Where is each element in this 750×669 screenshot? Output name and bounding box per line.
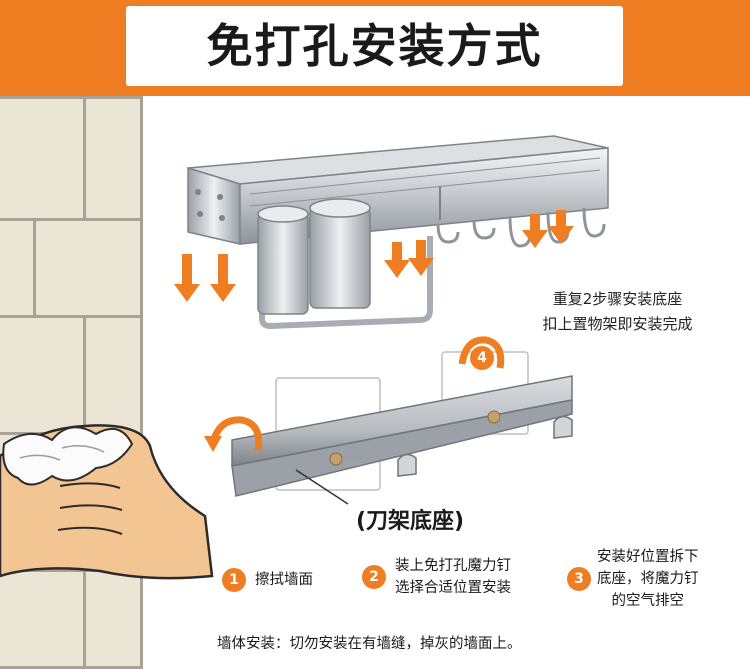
step-text: 安装好位置拆下 底座，将魔力钉 的空气排空 <box>597 546 699 612</box>
step-line: 的空气排空 <box>611 593 685 609</box>
hint-line: 扣上置物架即安装完成 <box>542 315 693 333</box>
step-1: 1 擦拭墙面 <box>222 568 313 592</box>
step-line: 选择合适位置安装 <box>395 580 511 596</box>
step-4-marker: 4 <box>470 346 494 370</box>
wall-tile <box>33 218 143 318</box>
step-line: 底座，将魔力钉 <box>597 571 699 587</box>
step-text: 装上免打孔魔力钉 选择合适位置安装 <box>395 555 511 599</box>
step-line: 装上免打孔魔力钉 <box>395 558 511 574</box>
step-3: 3 安装好位置拆下 底座，将魔力钉 的空气排空 <box>567 546 699 612</box>
step-line: 擦拭墙面 <box>255 572 313 588</box>
step-number: 2 <box>362 565 386 589</box>
wall-tile <box>83 96 143 221</box>
step-text: 擦拭墙面 <box>255 569 313 591</box>
hand-with-cloth-illustration <box>0 424 214 580</box>
kitchen-rack-illustration <box>174 135 609 330</box>
page-title: 免打孔安装方式 <box>206 19 543 73</box>
step-number: 3 <box>567 567 591 591</box>
step-line: 安装好位置拆下 <box>597 549 699 565</box>
completion-hint: 重复2步骤安装底座 扣上置物架即安装完成 <box>505 287 730 337</box>
rail-caption: (刀架底座) <box>356 509 465 534</box>
wall-warning: 墙体安装：切勿安装在有墙缝，掉灰的墙面上。 <box>217 636 522 652</box>
mounting-rail-illustration <box>204 336 573 505</box>
hint-line: 重复2步骤安装底座 <box>552 290 683 308</box>
step-number: 1 <box>222 568 246 592</box>
title-plate <box>126 6 623 86</box>
step-2: 2 装上免打孔魔力钉 选择合适位置安装 <box>362 555 511 599</box>
installation-illustration <box>0 135 609 580</box>
